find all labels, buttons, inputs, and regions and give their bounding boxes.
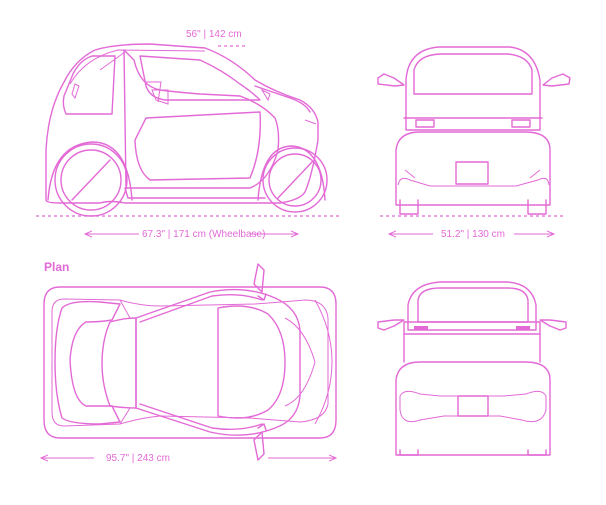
length-label: 95.7" | 243 cm: [106, 453, 170, 464]
height-label: 56" | 142 cm: [186, 29, 242, 40]
rear-view: [377, 281, 567, 456]
side-view: [36, 43, 340, 234]
plan-view: [41, 263, 336, 460]
wheelbase-label: 67.3" | 171 cm (Wheelbase): [142, 229, 266, 240]
front-view: [377, 46, 571, 234]
plan-title: Plan: [44, 260, 70, 274]
width-label: 51.2" | 130 cm: [441, 229, 505, 240]
